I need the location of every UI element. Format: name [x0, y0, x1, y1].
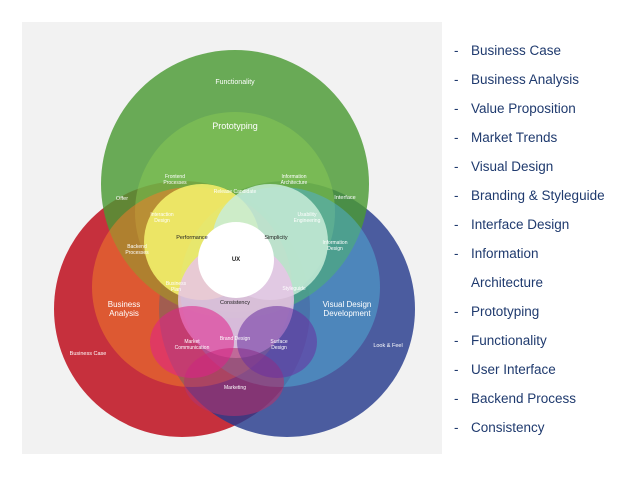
list-dash: -: [454, 188, 459, 203]
list-item: -User Interface: [454, 355, 634, 384]
label-line: Engineering: [294, 218, 321, 224]
list-item-label: Market Trends: [471, 130, 558, 145]
list-item-label: Branding & Styleguide: [471, 188, 605, 203]
list-item-label: Backend Process: [471, 391, 577, 406]
label-styleguide: Styleguide: [282, 286, 306, 292]
list-item-label: User Interface: [471, 362, 556, 377]
list-dash: -: [454, 101, 459, 116]
list-item: -Information: [454, 239, 634, 268]
list-item: -Prototyping: [454, 297, 634, 326]
core-ux: [198, 222, 274, 298]
label-marketing: Marketing: [224, 385, 246, 391]
label-line: Backend: [127, 244, 147, 250]
label-performance: Performance: [176, 235, 208, 241]
list-item: -Business Case: [454, 36, 634, 65]
list-item: -Business Analysis: [454, 65, 634, 94]
label-line: Frontend: [165, 174, 185, 180]
label-line: Plan: [171, 287, 181, 293]
list-dash: -: [454, 43, 459, 58]
label-line: Processes: [163, 180, 187, 186]
list-dash: -: [454, 130, 459, 145]
list-dash: -: [454, 420, 459, 435]
label-line: Information: [322, 240, 347, 246]
list-item: -Backend Process: [454, 384, 634, 413]
label-release-candidate: Release Candidate: [214, 189, 257, 195]
list-item: -Interface Design: [454, 210, 634, 239]
label-interface: Interface: [334, 195, 355, 201]
label-offer: Offer: [116, 196, 128, 202]
label-prototyping: Prototyping: [212, 121, 258, 131]
list-item-label: Business Analysis: [471, 72, 580, 87]
label-line: Communication: [175, 345, 210, 351]
label-line: Business: [166, 281, 187, 287]
list-dash: -: [454, 159, 459, 174]
label-line: Processes: [125, 250, 149, 256]
list-item: -Market Trends: [454, 123, 634, 152]
list-item-label: Prototyping: [471, 304, 540, 319]
list-item: -Value Proposition: [454, 94, 634, 123]
label-consistency: Consistency: [220, 300, 250, 306]
list-item: Architecture: [454, 268, 634, 297]
label-brand-design: Brand Design: [220, 336, 251, 342]
list-item: -Visual Design: [454, 152, 634, 181]
list-item-label: Interface Design: [471, 217, 570, 232]
label-line: Design: [327, 246, 343, 252]
label-line: Information: [281, 174, 306, 180]
label-line: Design: [271, 345, 287, 351]
list-dash: -: [454, 333, 459, 348]
label-ux: UX: [232, 257, 240, 263]
label-line: Visual Design: [323, 300, 372, 309]
list-dash: -: [454, 246, 459, 261]
list-item-label: Visual Design: [471, 159, 554, 174]
list-item-label: Value Proposition: [471, 101, 576, 116]
label-business-case: Business Case: [70, 351, 107, 357]
list-item-label: Information: [471, 246, 539, 261]
label-line: Development: [323, 309, 371, 318]
list-dash: -: [454, 362, 459, 377]
region-market-communication: [150, 306, 234, 378]
list-item-label: Architecture: [471, 275, 544, 290]
label-line: Usability: [298, 212, 317, 218]
list-item-label: Business Case: [471, 43, 562, 58]
list-item-label: Consistency: [471, 420, 545, 435]
label-line: Design: [154, 218, 170, 224]
topic-list: -Business Case-Business Analysis-Value P…: [454, 36, 634, 442]
region-surface-design: [237, 306, 317, 378]
label-line: Business: [108, 300, 140, 309]
list-item: -Branding & Styleguide: [454, 181, 634, 210]
label-line: Market: [184, 339, 200, 345]
label-line: Analysis: [109, 309, 139, 318]
list-dash: -: [454, 217, 459, 232]
list-dash: -: [454, 304, 459, 319]
list-item: -Consistency: [454, 413, 634, 442]
list-dash: -: [454, 72, 459, 87]
list-item-label: Functionality: [471, 333, 547, 348]
label-line: Architecture: [281, 180, 308, 186]
label-look-feel: Look & Feel: [373, 343, 402, 349]
label-line: Surface: [270, 339, 287, 345]
label-simplicity: Simplicity: [264, 235, 287, 241]
list-dash: -: [454, 391, 459, 406]
list-item: -Functionality: [454, 326, 634, 355]
label-line: Interaction: [150, 212, 174, 218]
label-functionality: Functionality: [215, 79, 255, 86]
